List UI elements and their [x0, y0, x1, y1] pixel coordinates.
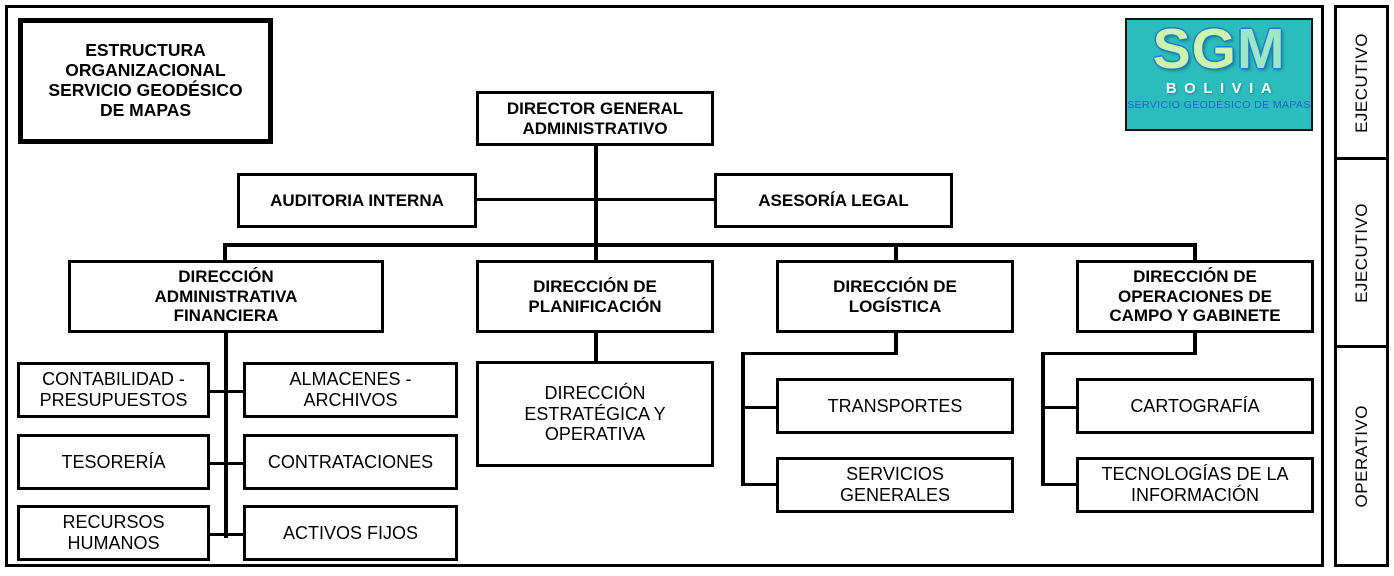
node-tesoreria[interactable]: TESORERÍA	[17, 434, 210, 490]
node-asesoria-legal[interactable]: ASESORÍA LEGAL	[714, 173, 953, 228]
logo-m-letter: M	[1236, 18, 1286, 81]
node-direccion-administrativa-financiera[interactable]: DIRECCIÓN ADMINISTRATIVA FINANCIERA	[68, 260, 384, 333]
connector-admin-stub-row1-right	[224, 390, 246, 393]
node-recursos-humanos-label: RECURSOS HUMANOS	[62, 512, 165, 553]
logo-sgm-text: SGM	[1153, 21, 1286, 78]
node-activos-fijos[interactable]: ACTIVOS FIJOS	[243, 505, 458, 561]
node-cartografia-label: CARTOGRAFÍA	[1130, 395, 1260, 416]
connector-admin-spine	[224, 333, 228, 538]
connector-drop-admin	[223, 243, 227, 261]
connector-admin-stub-row3-right	[224, 533, 246, 536]
node-servicios-generales-label: SERVICIOS GENERALES	[839, 464, 951, 505]
node-auditoria-interna-label: AUDITORIA INTERNA	[270, 190, 444, 210]
chart-frame: ESTRUCTURA ORGANIZACIONAL SERVICIO GEODÉ…	[5, 5, 1324, 567]
connector-planificacion-vertical	[594, 333, 598, 363]
node-servicios-generales[interactable]: SERVICIOS GENERALES	[776, 457, 1014, 513]
legend-cell-ejecutivo-2: EJECUTIVO	[1337, 160, 1386, 348]
legend-label-ejecutivo-1: EJECUTIVO	[1351, 32, 1371, 133]
connector-operaciones-stub-cartografia	[1041, 406, 1078, 409]
connector-drop-planificacion	[594, 243, 598, 261]
node-direccion-logistica[interactable]: DIRECCIÓN DE LOGÍSTICA	[776, 260, 1014, 333]
legend-frame: EJECUTIVO EJECUTIVO OPERATIVO	[1334, 5, 1389, 567]
connector-operaciones-spine	[1041, 352, 1045, 486]
connector-drop-operaciones	[1193, 243, 1197, 261]
node-transportes-label: TRANSPORTES	[827, 395, 963, 416]
connector-logistica-spine	[741, 352, 745, 486]
logo-country-text: BOLIVIA	[1165, 80, 1280, 98]
node-director-general[interactable]: DIRECTOR GENERAL ADMINISTRATIVO	[476, 91, 714, 146]
connector-level-bar	[223, 243, 1197, 247]
node-director-general-label: DIRECTOR GENERAL ADMINISTRATIVO	[506, 99, 684, 138]
node-tecnologias-informacion[interactable]: TECNOLOGÍAS DE LA INFORMACIÓN	[1076, 457, 1314, 513]
legend-label-ejecutivo-2: EJECUTIVO	[1351, 202, 1371, 303]
node-direccion-operaciones-label: DIRECCIÓN DE OPERACIONES DE CAMPO Y GABI…	[1109, 267, 1281, 326]
node-direccion-administrativa-financiera-label: DIRECCIÓN ADMINISTRATIVA FINANCIERA	[154, 267, 298, 326]
connector-logistica-vertical	[894, 333, 898, 355]
legend-cell-ejecutivo-1: EJECUTIVO	[1337, 8, 1386, 160]
node-direccion-estrategica-operativa[interactable]: DIRECCIÓN ESTRATÉGICA Y OPERATIVA	[476, 361, 714, 467]
node-title-box[interactable]: ESTRUCTURA ORGANIZACIONAL SERVICIO GEODÉ…	[18, 18, 273, 144]
connector-admin-stub-row2-right	[224, 462, 246, 465]
node-direccion-planificacion[interactable]: DIRECCIÓN DE PLANIFICACIÓN	[476, 260, 714, 333]
node-contabilidad-presupuestos[interactable]: CONTABILIDAD - PRESUPUESTOS	[17, 362, 210, 418]
node-cartografia[interactable]: CARTOGRAFÍA	[1076, 378, 1314, 434]
connector-operaciones-stub-tecnologias	[1041, 483, 1078, 486]
node-direccion-planificacion-label: DIRECCIÓN DE PLANIFICACIÓN	[528, 277, 662, 316]
connector-director-vertical	[594, 143, 598, 246]
connector-logistica-horizontal	[741, 352, 898, 355]
node-tecnologias-informacion-label: TECNOLOGÍAS DE LA INFORMACIÓN	[1101, 464, 1289, 505]
node-contrataciones[interactable]: CONTRATACIONES	[243, 434, 458, 490]
node-title-label: ESTRUCTURA ORGANIZACIONAL SERVICIO GEODÉ…	[48, 40, 243, 120]
node-direccion-operaciones[interactable]: DIRECCIÓN DE OPERACIONES DE CAMPO Y GABI…	[1076, 260, 1314, 333]
node-activos-fijos-label: ACTIVOS FIJOS	[282, 522, 419, 543]
node-auditoria-interna[interactable]: AUDITORIA INTERNA	[237, 173, 477, 228]
sgm-logo: SGM BOLIVIA SERVICIO GEODÉSICO DE MAPAS	[1125, 18, 1313, 131]
connector-advisory-horizontal	[475, 198, 717, 201]
connector-operaciones-horizontal	[1041, 352, 1197, 355]
connector-logistica-stub-transportes	[741, 406, 778, 409]
connector-logistica-stub-servicios	[741, 483, 778, 486]
logo-subtitle-text: SERVICIO GEODÉSICO DE MAPAS	[1127, 99, 1311, 112]
connector-operaciones-vertical	[1193, 333, 1197, 355]
node-almacenes-archivos-label: ALMACENES - ARCHIVOS	[289, 369, 412, 410]
node-contrataciones-label: CONTRATACIONES	[267, 451, 434, 472]
node-direccion-logistica-label: DIRECCIÓN DE LOGÍSTICA	[833, 277, 957, 316]
connector-admin-stub-row3-left	[207, 533, 228, 536]
node-asesoria-legal-label: ASESORÍA LEGAL	[758, 190, 909, 210]
node-contabilidad-presupuestos-label: CONTABILIDAD - PRESUPUESTOS	[39, 369, 188, 410]
logo-sg-letters: SG	[1152, 18, 1237, 81]
node-tesoreria-label: TESORERÍA	[61, 451, 166, 472]
node-recursos-humanos[interactable]: RECURSOS HUMANOS	[17, 505, 210, 561]
node-almacenes-archivos[interactable]: ALMACENES - ARCHIVOS	[243, 362, 458, 418]
node-transportes[interactable]: TRANSPORTES	[776, 378, 1014, 434]
node-direccion-estrategica-operativa-label: DIRECCIÓN ESTRATÉGICA Y OPERATIVA	[524, 383, 666, 445]
connector-admin-stub-row1-left	[207, 390, 228, 393]
connector-drop-logistica	[894, 243, 898, 261]
legend-label-operativo: OPERATIVO	[1351, 404, 1371, 508]
connector-admin-stub-row2-left	[207, 462, 228, 465]
legend-cell-operativo: OPERATIVO	[1337, 348, 1386, 564]
